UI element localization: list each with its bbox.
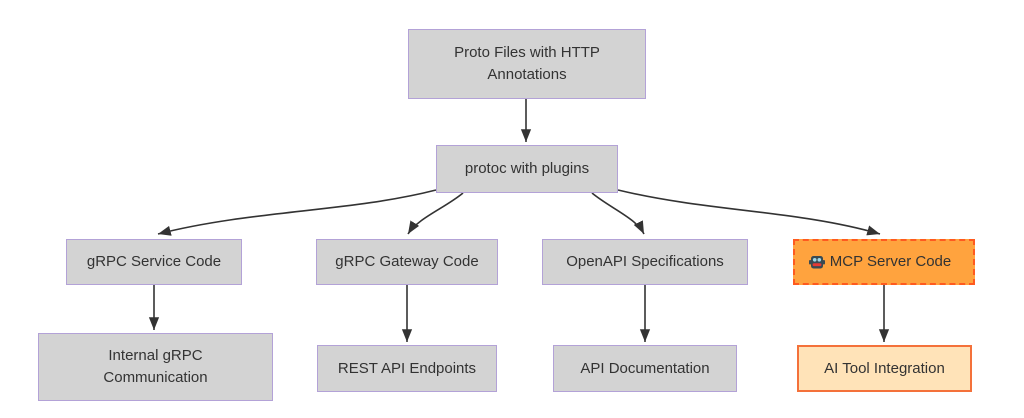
node-openapi-specifications: OpenAPI Specifications [542,239,748,285]
node-proto-files-label: Proto Files with HTTP Annotations [454,44,600,83]
node-grpc-gateway-code-label: gRPC Gateway Code [335,253,479,271]
edge-protoc-to-grpc-gateway [407,192,464,235]
node-api-documentation: API Documentation [553,345,737,392]
node-protoc: protoc with plugins [436,145,618,193]
node-rest-api-endpoints: REST API Endpoints [317,345,497,392]
node-ai-tool-integration: AI Tool Integration [797,345,972,392]
node-protoc-label: protoc with plugins [464,160,590,178]
node-rest-api-endpoints-label: REST API Endpoints [337,359,477,377]
edge-protoc-to-grpc-service [157,189,437,236]
node-proto-files: Proto Files with HTTP Annotations [408,29,646,99]
node-mcp-server-code: MCP Server Code [793,239,975,285]
node-grpc-service-code: gRPC Service Code [66,239,242,285]
node-grpc-gateway-code: gRPC Gateway Code [316,239,498,285]
node-internal-grpc-communication-label: Internal gRPC Communication [103,347,208,386]
edge-protoc-to-openapi [591,192,645,235]
node-ai-tool-integration-label: AI Tool Integration [824,359,945,377]
node-mcp-server-code-label: MCP Server Code [829,253,952,271]
node-api-documentation-label: API Documentation [580,359,710,377]
robot-icon [808,255,825,270]
node-grpc-service-code-label: gRPC Service Code [86,253,222,271]
node-internal-grpc-communication: Internal gRPC Communication [38,333,273,401]
node-openapi-specifications-label: OpenAPI Specifications [566,253,724,271]
edge-protoc-to-mcp [617,189,881,236]
